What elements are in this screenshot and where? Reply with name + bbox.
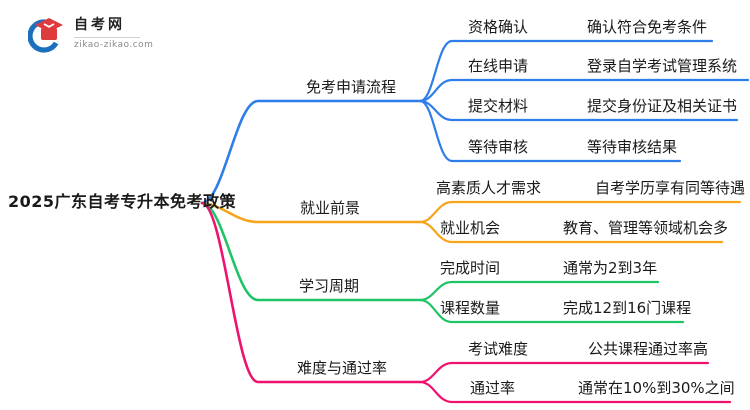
row-line [418,99,682,163]
branch-3-child-1-key[interactable]: 通过率 [470,379,516,397]
row-line [418,200,742,224]
branch-line-difficulty-pass-rate [200,201,422,384]
row-line [418,78,750,103]
branch-0-child-0-key[interactable]: 资格确认 [468,18,529,36]
branch-label-employment-prospects[interactable]: 就业前景 [300,199,361,217]
row-line [418,280,660,302]
branch-1-child-1-value[interactable]: 教育、管理等领域机会多 [563,219,729,237]
branch-0-child-3-key[interactable]: 等待审核 [468,138,529,156]
row-line [418,39,714,103]
branch-line-employment-prospects [200,201,422,224]
row-line [418,298,685,324]
branch-3-child-1-value[interactable]: 通常在10%到30%之间 [578,379,735,397]
branch-2-child-1-key[interactable]: 课程数量 [440,299,501,317]
branch-0-child-0-value[interactable]: 确认符合免考条件 [587,18,708,36]
root-topic[interactable]: 2025广东自考专升本免考政策 [8,192,237,211]
branch-3-child-0-key[interactable]: 考试难度 [468,340,529,358]
row-line [418,361,710,384]
branch-2-child-0-key[interactable]: 完成时间 [440,259,501,277]
branch-label-application-process[interactable]: 免考申请流程 [306,78,397,96]
branch-0-child-1-key[interactable]: 在线申请 [468,57,529,75]
branch-3-child-0-value[interactable]: 公共课程通过率高 [588,340,709,358]
branch-0-child-2-value[interactable]: 提交身份证及相关证书 [587,97,738,115]
branch-label-difficulty-pass-rate[interactable]: 难度与通过率 [297,359,388,377]
site-name: 自考网 [74,17,125,33]
site-logo[interactable]: 自考网 zikao-zikao.com [28,14,153,56]
branch-0-child-2-key[interactable]: 提交材料 [468,97,529,115]
row-line [418,220,724,244]
branch-label-study-period[interactable]: 学习周期 [299,277,360,295]
branch-1-child-0-key[interactable]: 高素质人才需求 [436,179,542,197]
row-line [418,380,732,404]
graduation-cap-icon [28,18,63,53]
branch-2-child-0-value[interactable]: 通常为2到3年 [563,259,658,277]
branch-1-child-0-value[interactable]: 自考学历享有同等待遇 [595,179,746,197]
logo-text-block: 自考网 zikao-zikao.com [74,14,153,50]
branch-0-child-3-value[interactable]: 等待审核结果 [587,138,678,156]
branch-line-study-period [200,201,422,302]
branch-1-child-1-key[interactable]: 就业机会 [440,219,501,237]
site-url: zikao-zikao.com [74,40,154,50]
branch-0-child-1-value[interactable]: 登录自学考试管理系统 [587,57,738,75]
branch-line-application-process [200,99,422,205]
logo-divider [74,37,140,38]
branch-2-child-1-value[interactable]: 完成12到16门课程 [563,299,692,317]
